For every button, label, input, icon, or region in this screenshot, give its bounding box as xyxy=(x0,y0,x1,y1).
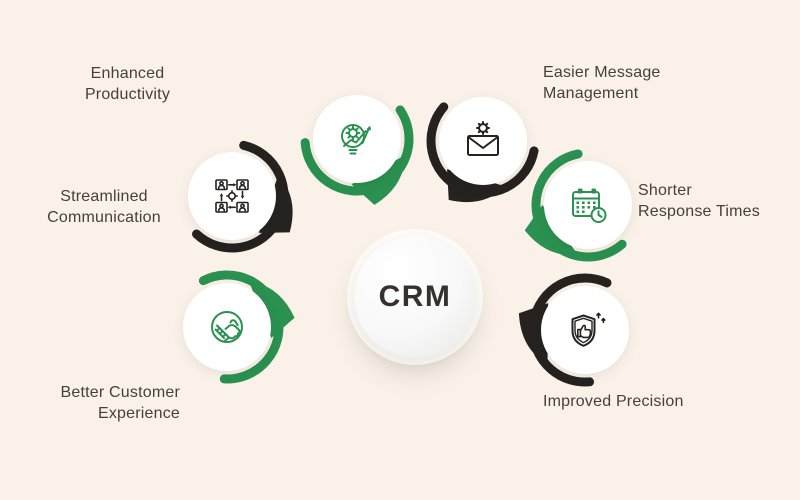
label-streamlined-communication: Streamlined Communication xyxy=(47,188,161,226)
label-better-customer-experience: Better Customer Experience xyxy=(60,384,180,422)
node-better-customer-experience xyxy=(137,237,317,417)
node-bubble xyxy=(183,270,295,384)
node-improved-precision xyxy=(495,240,675,420)
label-improved-precision: Improved Precision xyxy=(543,393,684,410)
node-bubble xyxy=(524,149,632,262)
bubble-arc xyxy=(300,105,414,196)
crm-center-circle: CRM xyxy=(354,236,476,358)
node-bubble xyxy=(188,140,293,253)
crm-center-label: CRM xyxy=(378,280,452,313)
node-streamlined-communication xyxy=(142,106,322,286)
lightbulb-gear-growth-icon xyxy=(341,124,371,155)
label-enhanced-productivity: Enhanced Productivity xyxy=(84,65,171,103)
bubble-arc xyxy=(198,270,284,384)
icon-circle xyxy=(313,95,401,183)
label-easier-message-management: Easier Message Management xyxy=(543,64,661,102)
shield-thumbs-up-icon xyxy=(571,312,606,347)
bubble-arc xyxy=(426,102,539,198)
calendar-clock-icon xyxy=(572,188,607,223)
handshake-icon xyxy=(211,311,243,343)
icon-circle xyxy=(439,97,527,185)
icon-circle xyxy=(188,152,276,240)
node-easier-message-management xyxy=(393,51,573,231)
node-bubble xyxy=(426,97,539,203)
envelope-gear-icon xyxy=(467,121,499,156)
bubble-arc xyxy=(531,149,627,262)
bubble-arc xyxy=(192,140,289,253)
bubble-arc xyxy=(528,273,612,387)
label-shorter-response-times: Shorter Response Times xyxy=(638,182,760,220)
node-shorter-response-times xyxy=(498,115,678,295)
node-bubble xyxy=(518,273,629,387)
team-network-gear-icon xyxy=(215,179,249,213)
node-enhanced-productivity xyxy=(267,49,447,229)
icon-circle xyxy=(544,161,632,249)
node-bubble xyxy=(300,95,414,205)
